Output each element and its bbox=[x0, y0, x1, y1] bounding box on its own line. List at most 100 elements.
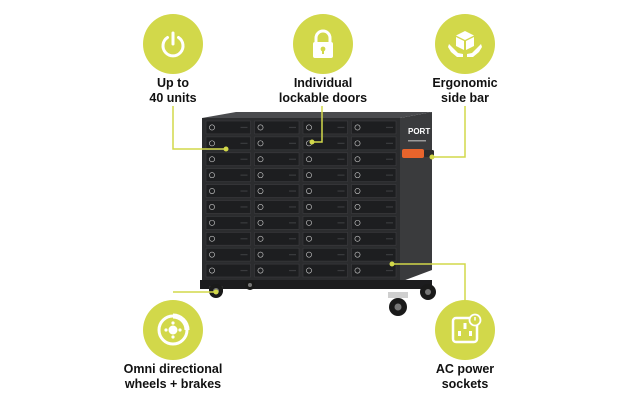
padlock-icon bbox=[313, 29, 333, 58]
locker-door bbox=[205, 184, 251, 198]
wheel-front-right bbox=[388, 292, 408, 316]
door-lock-icon bbox=[209, 156, 215, 163]
locker-door bbox=[302, 216, 348, 230]
door-lock-icon bbox=[257, 204, 264, 210]
locker-door bbox=[302, 247, 348, 262]
door-lock-icon bbox=[306, 219, 312, 226]
locker-door bbox=[205, 216, 251, 230]
locker-door bbox=[205, 263, 251, 278]
locker-door bbox=[351, 247, 397, 262]
door-lock-icon bbox=[209, 204, 215, 210]
door-lock-icon bbox=[306, 172, 312, 179]
locker-door bbox=[205, 247, 251, 262]
locker-door bbox=[254, 120, 300, 135]
door-lock-icon bbox=[257, 235, 264, 242]
door-lock-icon bbox=[209, 267, 215, 274]
door-lock-icon bbox=[354, 124, 361, 131]
door-lock-icon bbox=[306, 251, 312, 258]
door-lock-icon bbox=[209, 235, 215, 242]
locker-door bbox=[302, 263, 348, 278]
locker-door bbox=[254, 232, 300, 246]
door-lock-icon bbox=[257, 140, 264, 147]
door-lock-icon bbox=[257, 219, 264, 226]
doors-caption: Individual lockable doors bbox=[263, 76, 383, 106]
brand-logo: PORT bbox=[408, 127, 430, 136]
door-lock-icon bbox=[209, 251, 215, 258]
door-lock-icon bbox=[257, 124, 264, 131]
locker-door bbox=[205, 168, 251, 182]
locker-door bbox=[351, 168, 397, 182]
wheels-badge bbox=[143, 300, 203, 360]
locker-door bbox=[254, 200, 300, 214]
sockets-caption: AC power sockets bbox=[415, 362, 515, 392]
locker-door bbox=[302, 200, 348, 214]
locker-door bbox=[351, 136, 397, 151]
locker-door bbox=[254, 216, 300, 230]
sidebar-badge bbox=[435, 14, 495, 74]
door-lock-icon bbox=[306, 267, 312, 274]
units-caption-line1: Up to bbox=[157, 76, 189, 90]
door-lock-icon bbox=[209, 172, 215, 179]
door-lock-icon bbox=[257, 188, 264, 194]
wheels-caption: Omni directional wheels + brakes bbox=[113, 362, 233, 392]
door-lock-icon bbox=[306, 235, 312, 242]
locker-door bbox=[302, 232, 348, 246]
door-lock-icon bbox=[354, 140, 361, 147]
cabinet-base bbox=[200, 280, 432, 289]
locker-door bbox=[205, 152, 251, 167]
door-lock-icon bbox=[354, 251, 361, 258]
door-lock-icon bbox=[354, 172, 361, 179]
power-socket-icon bbox=[451, 313, 482, 344]
wheel-rear-left bbox=[245, 280, 255, 290]
doors-badge bbox=[293, 14, 353, 74]
locker-door bbox=[351, 184, 397, 198]
wheel-rear-right bbox=[420, 284, 436, 300]
units-caption: Up to 40 units bbox=[123, 76, 223, 106]
sidebar-caption-line2: side bar bbox=[441, 91, 489, 105]
door-lock-icon bbox=[257, 251, 264, 258]
door-lock-icon bbox=[354, 267, 361, 274]
wheel-brake-icon bbox=[157, 313, 190, 346]
locker-door bbox=[254, 184, 300, 198]
power-icon bbox=[161, 31, 185, 58]
wheels-caption-line2: wheels + brakes bbox=[124, 377, 222, 391]
cabinet-side-panel bbox=[400, 112, 432, 282]
sockets-badge bbox=[435, 300, 495, 360]
door-lock-icon bbox=[354, 204, 361, 210]
door-lock-icon bbox=[354, 235, 361, 242]
sockets-caption-line1: AC power bbox=[435, 362, 495, 376]
door-lock-icon bbox=[354, 156, 361, 163]
locker-door bbox=[254, 136, 300, 151]
locker-door bbox=[351, 120, 397, 135]
locker-door bbox=[302, 152, 348, 167]
door-lock-icon bbox=[354, 219, 361, 226]
locker-door bbox=[254, 168, 300, 182]
locker-door bbox=[254, 152, 300, 167]
box-in-hands-icon bbox=[448, 31, 482, 57]
door-lock-icon bbox=[306, 156, 312, 163]
door-lock-icon bbox=[209, 219, 215, 226]
door-lock-icon bbox=[306, 188, 312, 194]
door-lock-icon bbox=[257, 156, 264, 163]
locker-door bbox=[351, 152, 397, 167]
locker-door bbox=[302, 168, 348, 182]
units-caption-line2: 40 units bbox=[149, 91, 197, 105]
locker-door bbox=[205, 232, 251, 246]
door-lock-icon bbox=[257, 267, 264, 274]
units-badge bbox=[143, 14, 203, 74]
locker-door bbox=[302, 184, 348, 198]
door-lock-icon bbox=[257, 172, 264, 179]
sockets-caption-line2: sockets bbox=[441, 377, 489, 391]
sidebar-caption: Ergonomic side bar bbox=[415, 76, 515, 106]
brand-strip bbox=[408, 140, 426, 142]
doors-caption-line1: Individual bbox=[293, 76, 353, 90]
side-bar-handle bbox=[402, 149, 424, 158]
locker-door bbox=[254, 263, 300, 278]
locker-door bbox=[351, 200, 397, 214]
doors-caption-line2: lockable doors bbox=[278, 91, 368, 105]
locker-door bbox=[351, 232, 397, 246]
locker-door bbox=[205, 200, 251, 214]
locker-grid bbox=[205, 120, 397, 278]
locker-door bbox=[254, 247, 300, 262]
